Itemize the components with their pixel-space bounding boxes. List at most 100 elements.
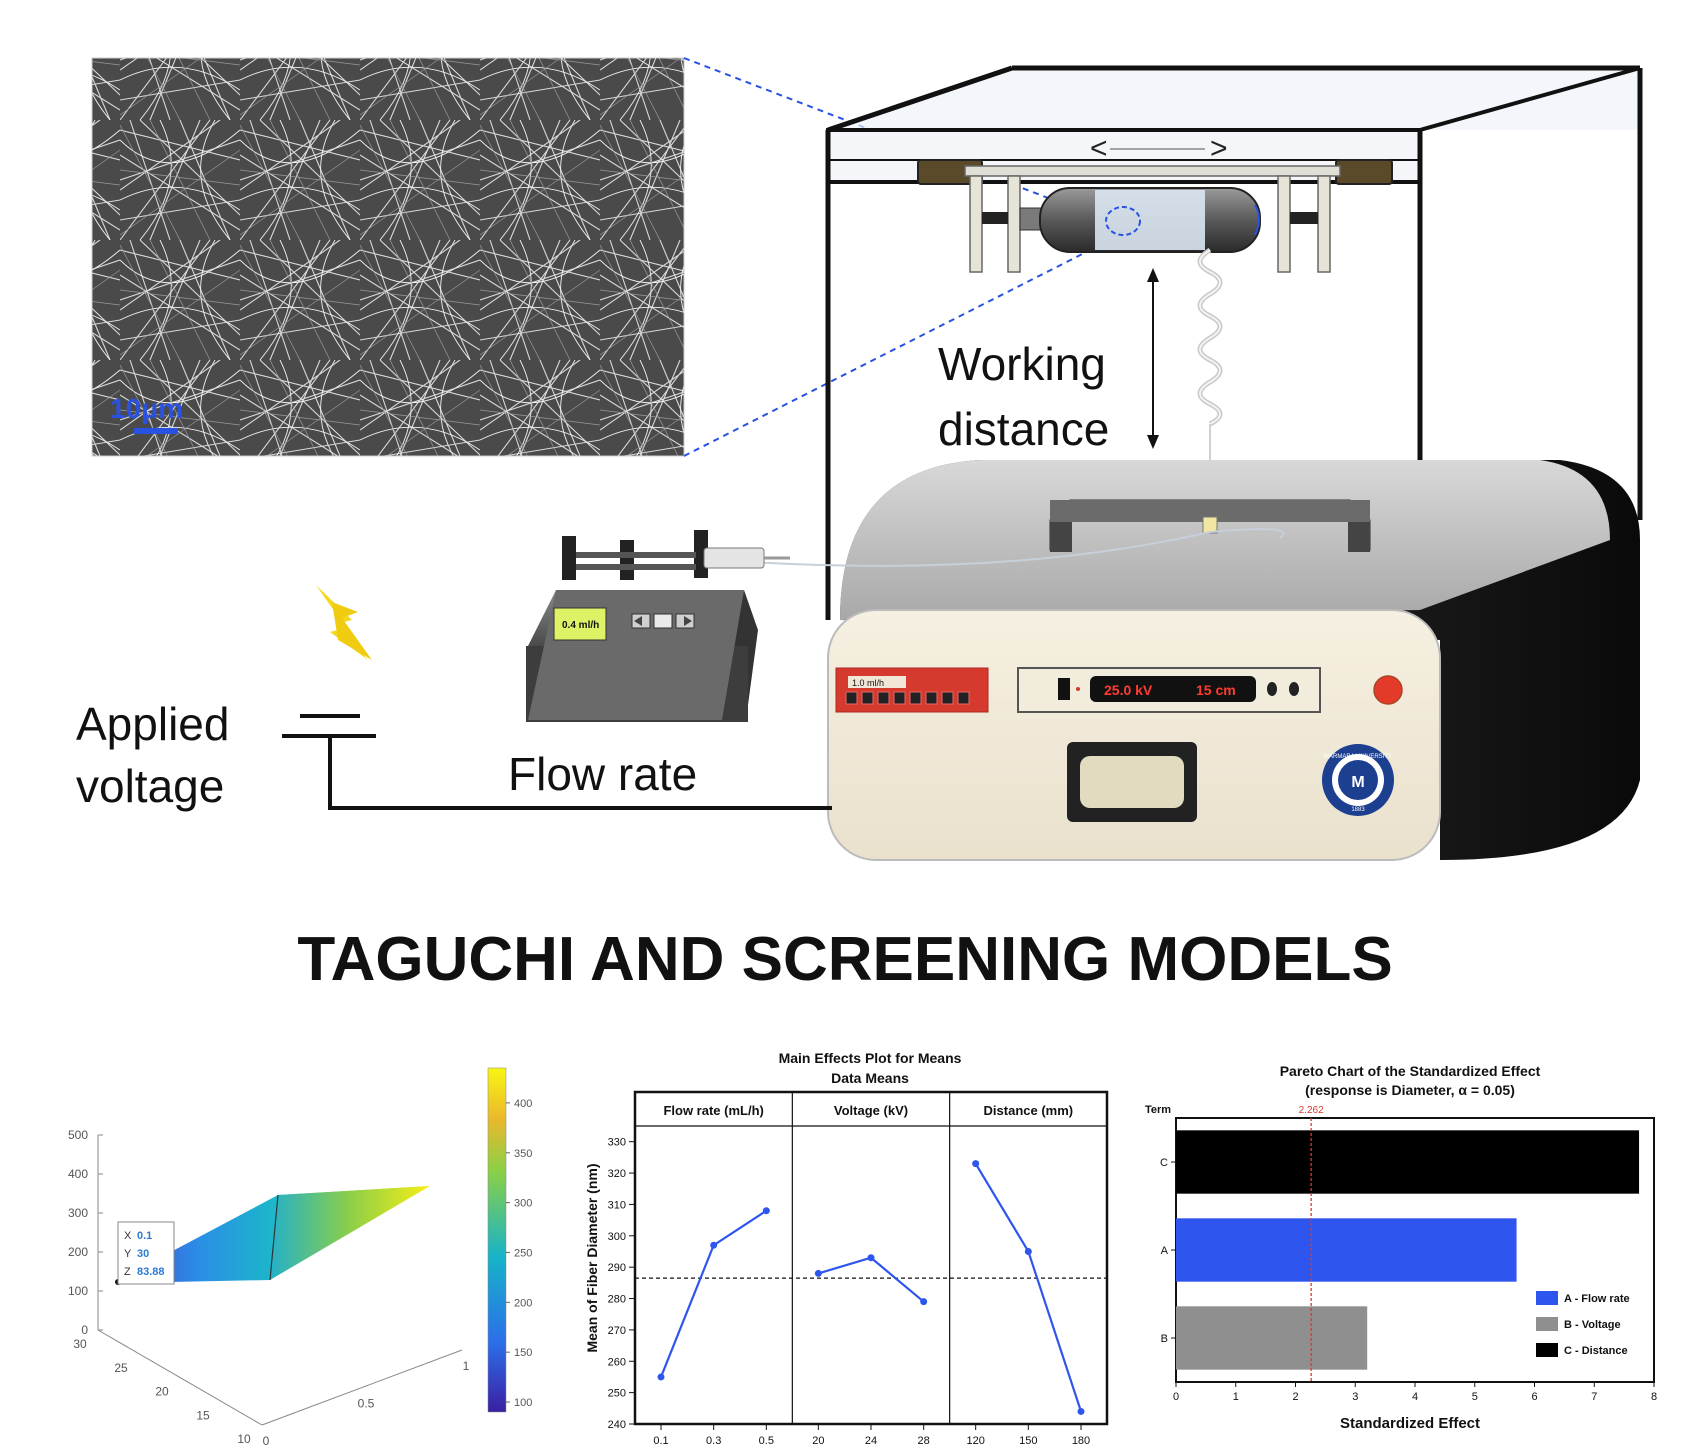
effects-point <box>814 1269 822 1277</box>
surface-z-tick-label: 500 <box>68 1128 88 1142</box>
logo-text: MARMARA UNIVERSITY <box>1324 754 1392 760</box>
zoom-region-marker <box>1105 206 1141 236</box>
front-panel <box>827 609 1441 861</box>
effects-y-tick-label: 280 <box>608 1294 626 1306</box>
working-distance-label-2: distance <box>938 403 1109 455</box>
university-logo: M MARMARA UNIVERSITY 1883 <box>1322 744 1394 816</box>
pareto-bar-a <box>1176 1218 1517 1282</box>
pareto-term-label: Term <box>1145 1104 1171 1116</box>
pareto-x-tick-label: 3 <box>1352 1391 1358 1403</box>
surface-z-tick-label: 0 <box>81 1323 88 1337</box>
colorbar-tick-label: 200 <box>514 1297 532 1309</box>
surface-x-tick-label: 0.5 <box>358 1397 375 1411</box>
effects-panel-label: Voltage (kV) <box>834 1103 908 1118</box>
panel-flow-display: 1.0 ml/h <box>852 678 884 688</box>
zoom-line-bottom <box>683 240 1109 457</box>
surface-y-tick-label: 10 <box>237 1432 251 1446</box>
applied-voltage-label-2: voltage <box>76 760 224 812</box>
colorbar-tick-label: 150 <box>514 1347 532 1359</box>
pareto-x-tick-label: 8 <box>1651 1391 1657 1403</box>
pareto-category-label: B <box>1161 1333 1168 1345</box>
applied-voltage-label-1: Applied <box>76 698 229 750</box>
effects-title: Main Effects Plot for Means <box>779 1050 962 1066</box>
effects-y-tick-label: 320 <box>608 1168 626 1180</box>
effects-y-tick-label: 260 <box>608 1356 626 1368</box>
pareto-x-tick-label: 7 <box>1591 1391 1597 1403</box>
sem-scale-bar <box>134 428 178 434</box>
surface-y-tick-label: 15 <box>196 1408 210 1422</box>
surface-y-tick-label: 25 <box>114 1361 128 1375</box>
pareto-x-tick-label: 1 <box>1233 1391 1239 1403</box>
main-effects-plot: Main Effects Plot for Means Data Means M… <box>584 1050 1109 1447</box>
effects-x-tick-label: 150 <box>1019 1435 1037 1447</box>
collector-carriage <box>917 159 1393 273</box>
pareto-x-tick-label: 2 <box>1292 1391 1298 1403</box>
effects-y-tick-label: 250 <box>608 1388 626 1400</box>
zoom-line-top <box>683 57 1109 222</box>
working-distance-arrow <box>1147 268 1159 449</box>
pareto-legend-label: B - Voltage <box>1564 1319 1621 1331</box>
panel-voltage-display: 25.0 kV <box>1104 682 1153 698</box>
surface-z-tick-label: 100 <box>68 1284 88 1298</box>
colorbar <box>487 1067 507 1413</box>
pareto-category-label: C <box>1160 1157 1168 1169</box>
surface-z-tick-label: 200 <box>68 1245 88 1259</box>
pareto-x-tick-label: 0 <box>1173 1391 1179 1403</box>
pareto-x-tick-label: 4 <box>1412 1391 1418 1403</box>
effects-x-tick-label: 28 <box>918 1435 930 1447</box>
pareto-x-tick-label: 6 <box>1531 1391 1537 1403</box>
datatip-z-value: 83.88 <box>137 1266 165 1278</box>
high-voltage-circuit <box>282 585 832 810</box>
svg-text:>: > <box>1210 132 1228 165</box>
working-distance-label-1: Working <box>938 338 1106 390</box>
effects-y-tick-label: 310 <box>608 1199 626 1211</box>
colorbar-tick-label: 350 <box>514 1148 532 1160</box>
surface-z-tick-label: 400 <box>68 1167 88 1181</box>
red-power-button-icon <box>1373 675 1403 705</box>
pareto-legend-swatch <box>1536 1291 1558 1305</box>
pareto-legend-swatch <box>1536 1317 1558 1331</box>
power-supply-unit: 1.0 ml/h 25.0 kV 15 cm M MARMARA UNIVERS… <box>719 460 1640 861</box>
pareto-legend-label: C - Distance <box>1564 1345 1628 1357</box>
pareto-reference-label: 2.262 <box>1299 1105 1324 1116</box>
syringe-pump: 0.4 ml/h <box>526 530 790 722</box>
svg-text:<: < <box>1090 132 1108 165</box>
effects-x-tick-label: 20 <box>812 1435 824 1447</box>
surface-x-tick-label: 1 <box>463 1359 470 1373</box>
effects-panel-label: Distance (mm) <box>984 1103 1074 1118</box>
pareto-title: Pareto Chart of the Standardized Effect <box>1280 1063 1541 1079</box>
effects-x-tick-label: 24 <box>865 1435 877 1447</box>
surface-patch-top <box>270 1186 430 1280</box>
effects-x-tick-label: 0.5 <box>759 1435 774 1447</box>
datatip-y-label: Y <box>124 1248 132 1260</box>
effects-y-tick-label: 290 <box>608 1262 626 1274</box>
effects-y-tick-label: 300 <box>608 1231 626 1243</box>
main-title: TAGUCHI AND SCREENING MODELS <box>297 925 1392 994</box>
pareto-bar-c <box>1176 1130 1640 1194</box>
pareto-bar-b <box>1176 1306 1368 1370</box>
pump-display <box>553 607 607 641</box>
pareto-x-tick-label: 5 <box>1472 1391 1478 1403</box>
flow-control-panel <box>835 667 989 713</box>
kv-display <box>1090 676 1256 702</box>
colorbar-tick-label: 250 <box>514 1247 532 1259</box>
flow-rate-label: Flow rate <box>508 748 697 800</box>
datatip-x-label: X <box>124 1230 132 1242</box>
datatip-z-label: Z <box>124 1266 131 1278</box>
logo-year: 1883 <box>1351 807 1365 813</box>
sem-scale-label: 10μm <box>110 393 183 424</box>
effects-point <box>1077 1407 1085 1415</box>
effects-y-tick-label: 270 <box>608 1325 626 1337</box>
effects-point <box>1024 1247 1032 1255</box>
effects-x-tick-label: 180 <box>1072 1435 1090 1447</box>
colorbar-tick-label: 300 <box>514 1198 532 1210</box>
effects-point <box>920 1298 928 1306</box>
effects-x-tick-label: 120 <box>966 1435 984 1447</box>
surface-x-axis <box>261 1349 463 1426</box>
effects-ylabel: Mean of Fiber Diameter (nm) <box>584 1163 600 1352</box>
pareto-subtitle: (response is Diameter, α = 0.05) <box>1305 1082 1515 1098</box>
pareto-chart: Pareto Chart of the Standardized Effect … <box>1145 1063 1657 1432</box>
effects-point <box>710 1241 718 1249</box>
